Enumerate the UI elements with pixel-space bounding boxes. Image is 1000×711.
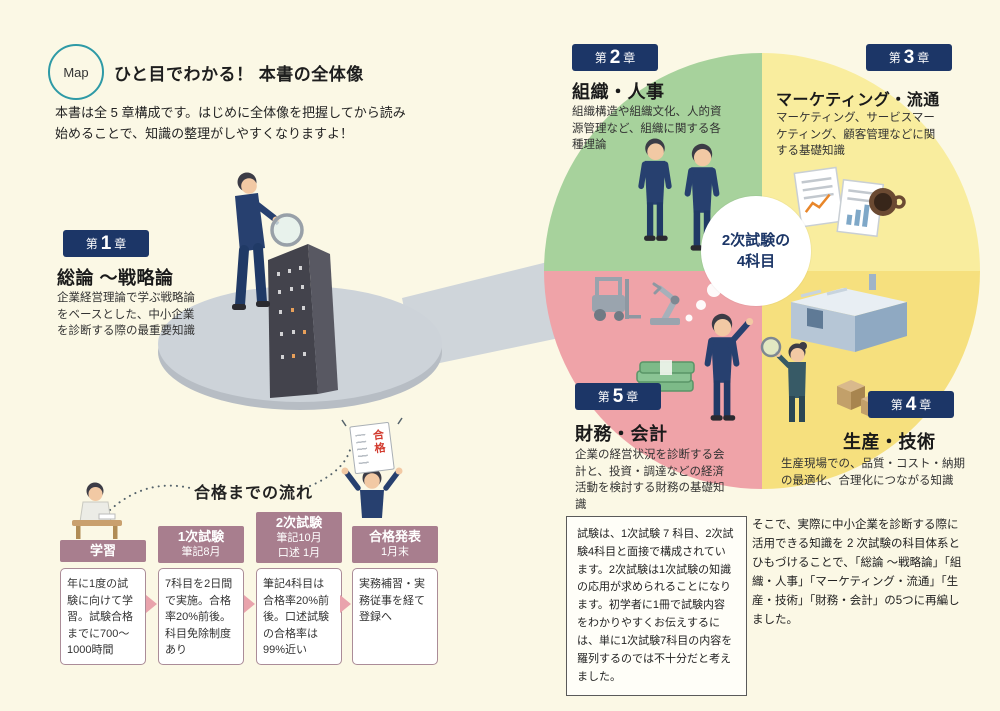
- building-illustration: [268, 244, 338, 398]
- flow-step4-body: 実務補習・実務従事を経て登録へ: [352, 568, 438, 665]
- map-badge: Map: [48, 44, 104, 100]
- flow-title: 合格までの流れ: [194, 485, 314, 502]
- flow-step2-head2: 筆記8月: [181, 546, 221, 559]
- chapter1-badge-number: 1: [100, 233, 112, 254]
- chapter3-title: マーケティング・流通: [776, 92, 940, 109]
- chapter2-badge-suffix: 章: [623, 50, 636, 65]
- chapter2-badge-prefix: 第: [594, 50, 607, 65]
- flow-step1-head1: 学習: [89, 543, 116, 558]
- flow-step4-head2: 1月末: [380, 546, 410, 559]
- robot-arm-icon: [650, 282, 680, 325]
- curriculum-pie: [544, 53, 980, 489]
- chapter1-badge-suffix: 章: [114, 236, 127, 251]
- magnifying-glass-icon: [270, 213, 304, 247]
- flow-step3-head3: 口述 1月: [277, 546, 321, 559]
- flow-step3-head1: 2次試験: [275, 515, 323, 530]
- certificate-label: 合格: [370, 428, 386, 456]
- pie-center-line1: 2次試験の: [721, 232, 791, 249]
- flow-arrow-3: [340, 595, 351, 613]
- lens-beam: [402, 252, 588, 368]
- chapter5-badge-prefix: 第: [597, 389, 610, 404]
- chapter1-badge-prefix: 第: [85, 236, 98, 251]
- certificate-lines: [355, 433, 370, 467]
- chapter3-badge-suffix: 章: [917, 50, 930, 65]
- consultant-with-magnifier: [232, 172, 304, 310]
- chapter5-title: 財務・会計: [575, 424, 668, 444]
- flow-step2-body: 7科目を2日間で実施。合格率20%前後。科目免除制度あり: [158, 568, 244, 665]
- chapter2-title: 組織・人事: [572, 82, 665, 102]
- chapter1-title: 総論 ～戦略論: [57, 268, 174, 288]
- note-box-reorganization: そこで、実際に中小企業を診断する際に活用できる知識を 2 次試験の科目体系とひも…: [752, 519, 962, 627]
- flow-arrow-2: [244, 595, 255, 613]
- forklift-icon: [592, 277, 641, 321]
- chapter4-badge-suffix: 章: [919, 397, 932, 412]
- flow-step2-header: 1次試験 筆記8月: [158, 526, 244, 563]
- pointing-consultant-illustration: [708, 314, 754, 421]
- intro-line1: 本書は全 5 章構成です。はじめに全体像を把握してから読み: [55, 105, 406, 120]
- chapter5-badge: 第 5 章: [575, 383, 661, 410]
- intro-text: 本書は全 5 章構成です。はじめに全体像を把握してから読み 始めることで、知識の…: [55, 102, 406, 145]
- coffee-cup-icon: [869, 188, 906, 216]
- chapter3-badge-prefix: 第: [888, 50, 901, 65]
- chapter3-badge: 第 3 章: [866, 44, 952, 71]
- chapter5-badge-number: 5: [612, 386, 624, 407]
- map-badge-label: Map: [63, 64, 89, 80]
- flow-step4-head1: 合格発表: [368, 529, 421, 544]
- chapter2-desc: 組織構造や組織文化、人的資源管理など、組織に関する各種理論: [572, 106, 722, 152]
- pie-center-line2: 4科目: [736, 253, 776, 270]
- chapter2-badge: 第 2 章: [572, 44, 658, 71]
- intro-line2: 始めることで、知識の整理がしやすくなりますよ！: [55, 126, 353, 142]
- flow-dotted-connectors: [109, 449, 351, 511]
- chapter3-desc: マーケティング、サービスマーケティング、顧客管理などに関する基礎知識: [776, 112, 936, 158]
- factory-illustration: [791, 274, 907, 352]
- flow-step1-header: 学習: [60, 540, 146, 563]
- chapter4-desc: 生産現場での、品質・コスト・納期の最適化、合理化につながる知識: [781, 458, 965, 487]
- chapter4-title: 生産・技術: [843, 432, 936, 452]
- chapter2-badge-number: 2: [609, 47, 621, 68]
- chapter5-desc: 企業の経営状況を診断する会計と、投資・調達などの経済活動を検討する財務の基礎知識: [575, 449, 725, 512]
- flow-step4-header: 合格発表 1月末: [352, 526, 438, 563]
- magnifier-scene: [158, 172, 588, 410]
- chapter1-badge: 第 1 章: [63, 230, 149, 257]
- flow-step1-body: 年に1度の試験に向けて学習。試験合格までに700～1000時間: [60, 568, 146, 665]
- flow-step3-head2: 筆記10月: [276, 532, 322, 545]
- flow-arrow-1: [146, 595, 157, 613]
- chapter4-badge-number: 4: [905, 394, 917, 415]
- chapter1-desc: 企業経営理論で学ぶ戦略論をベースとした、中小企業を診断する際の最重要知識: [57, 292, 195, 338]
- studying-person-icon: [72, 482, 122, 539]
- flow-step2-head1: 1次試験: [177, 529, 225, 544]
- inspector-illustration: [760, 336, 807, 422]
- chapter5-badge-suffix: 章: [626, 389, 639, 404]
- pie-center-label: 2次試験の 4科目: [701, 196, 811, 306]
- chapter4-badge: 第 4 章: [868, 391, 954, 418]
- flow-step3-header: 2次試験 筆記10月 口述 1月: [256, 512, 342, 563]
- chapter3-badge-number: 3: [903, 47, 915, 68]
- chapter4-badge-prefix: 第: [890, 397, 903, 412]
- pass-certificate: 合格: [349, 421, 395, 475]
- flow-step3-body: 筆記4科目は合格率20%前後。口述試験の合格率は99%近い: [256, 568, 342, 665]
- sparkle-marks: [341, 417, 403, 427]
- celebrating-person-icon: [341, 417, 403, 518]
- note-box-exam-structure: 試験は、1次試験 7 科目、2次試験4科目と面接で構成されています。2次試験は1…: [566, 516, 747, 697]
- page-title: ひと目でわかる！ 本書の全体像: [114, 65, 364, 84]
